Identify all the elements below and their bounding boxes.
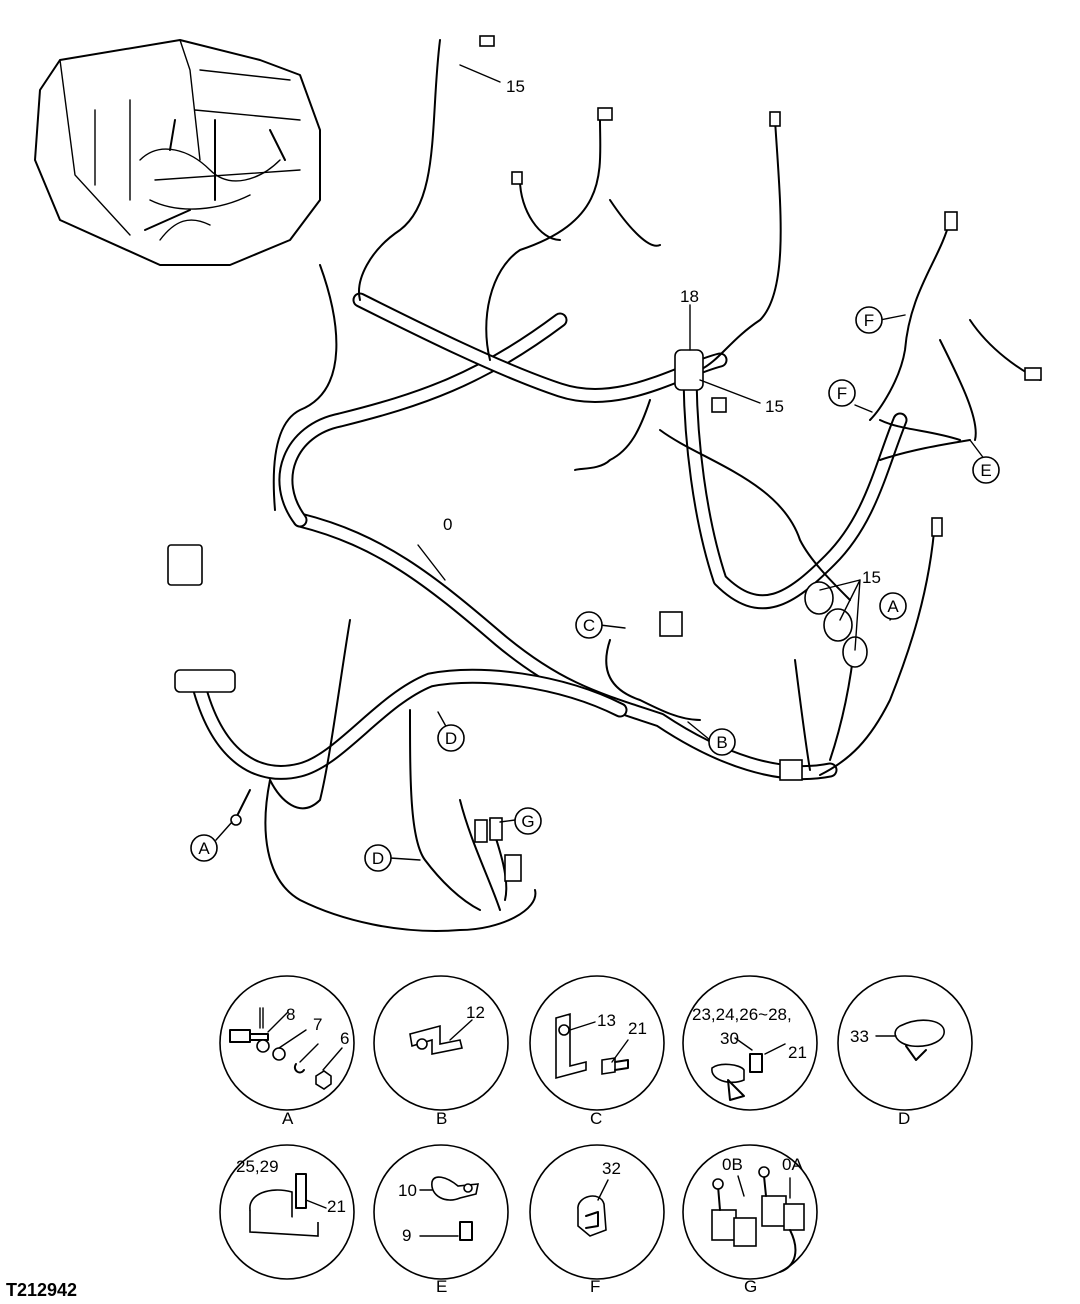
bubble-e: E: [972, 456, 1000, 484]
bubble-g: G: [514, 807, 542, 835]
leader-lines: [215, 64, 986, 861]
svg-text:D: D: [372, 849, 384, 868]
svg-text:6: 6: [340, 1029, 349, 1048]
callout-18: 18: [680, 287, 699, 306]
svg-text:23,24,26~28,: 23,24,26~28,: [692, 1005, 792, 1024]
svg-text:21: 21: [327, 1197, 346, 1216]
detail-a: 8 7 6 A: [219, 975, 355, 1128]
callout-0: 0: [443, 515, 452, 534]
detail-caption-g: G: [744, 1277, 757, 1296]
svg-text:25,29: 25,29: [236, 1157, 279, 1176]
callout-15-top: 15: [506, 77, 525, 96]
bubble-f-lower: F: [828, 379, 856, 407]
svg-text:33: 33: [850, 1027, 869, 1046]
bubble-b: B: [708, 728, 736, 756]
detail-d-left: 23,24,26~28, 30 21: [682, 975, 818, 1111]
svg-text:0B: 0B: [722, 1155, 743, 1174]
callout-labels: 15 18 15 0 15: [443, 77, 881, 587]
detail-caption-d: D: [898, 1109, 910, 1128]
svg-text:G: G: [521, 812, 534, 831]
detail-g: 0B 0A G: [682, 1144, 818, 1296]
svg-text:21: 21: [628, 1019, 647, 1038]
detail-b: 12 B: [373, 975, 509, 1128]
svg-text:32: 32: [602, 1159, 621, 1178]
machine-locator-inset: [34, 39, 321, 266]
svg-text:F: F: [864, 311, 874, 330]
bubble-a-left: A: [190, 834, 218, 862]
detail-caption-b: B: [436, 1109, 447, 1128]
svg-text:B: B: [716, 733, 727, 752]
detail-f: 32 F: [529, 1144, 665, 1296]
svg-text:12: 12: [466, 1003, 485, 1022]
svg-text:10: 10: [398, 1181, 417, 1200]
drawing-code: T212942: [6, 1280, 77, 1300]
detail-caption-e: E: [436, 1277, 447, 1296]
detail-c: 13 21 C: [529, 975, 665, 1128]
reference-bubbles: F F E A C B D G: [190, 306, 1000, 872]
svg-text:A: A: [887, 597, 899, 616]
detail-caption-c: C: [590, 1109, 602, 1128]
svg-text:F: F: [837, 384, 847, 403]
svg-text:A: A: [198, 839, 210, 858]
bubble-f-upper: F: [855, 306, 883, 334]
svg-text:30: 30: [720, 1029, 739, 1048]
callout-15-mid: 15: [765, 397, 784, 416]
callout-15-right: 15: [862, 568, 881, 587]
svg-text:7: 7: [313, 1015, 322, 1034]
detail-caption-a: A: [282, 1109, 294, 1128]
bubble-d-upper: D: [437, 724, 465, 752]
detail-d-right: 33 D: [837, 975, 973, 1128]
svg-text:21: 21: [788, 1043, 807, 1062]
svg-text:0A: 0A: [782, 1155, 803, 1174]
svg-text:D: D: [445, 729, 457, 748]
detail-e-left: 25,29 21: [219, 1144, 355, 1280]
svg-text:9: 9: [402, 1226, 411, 1245]
detail-caption-f: F: [590, 1277, 600, 1296]
svg-text:C: C: [583, 616, 595, 635]
svg-text:8: 8: [286, 1005, 295, 1024]
svg-text:E: E: [980, 461, 991, 480]
svg-text:13: 13: [597, 1011, 616, 1030]
main-harness: [167, 35, 1042, 932]
detail-e-right: 10 9 E: [373, 1144, 509, 1296]
bubble-c: C: [575, 611, 603, 639]
bubble-a-right: A: [879, 592, 907, 620]
detail-views: 8 7 6 A 12 B 13 21 C: [219, 975, 973, 1296]
bubble-d-lower: D: [364, 844, 392, 872]
